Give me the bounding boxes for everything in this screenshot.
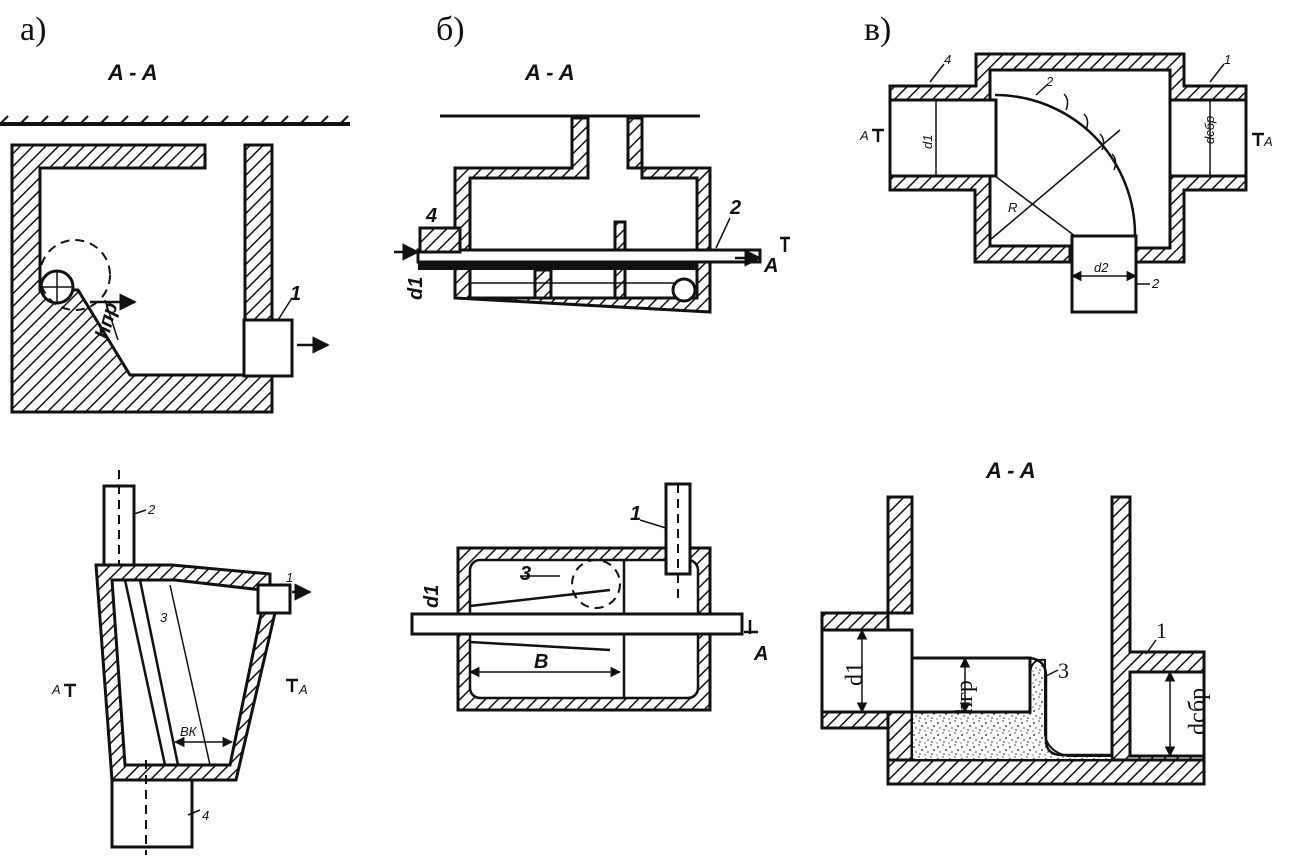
callout-outlet-pipe-b: 2	[729, 197, 741, 219]
dim-d1-b-top: d1	[405, 277, 427, 300]
callout-top-pipe-b: 1	[630, 503, 641, 525]
panel-a-plan: 2 3 BК 1 4 A A	[51, 470, 312, 855]
dim-d1-c-bottom: d1	[842, 662, 868, 686]
panel-b-plan: 1 3 d1 B A	[410, 482, 768, 712]
dim-hgr-c: hгр	[952, 680, 978, 714]
sand-height-box-c	[910, 656, 1032, 714]
dim-dsbr-c-bottom: dсбр	[1185, 688, 1211, 735]
callout-inlet-a: 4	[202, 808, 209, 823]
dim-d2-c: d2	[1094, 260, 1109, 275]
width-dim-label-b: B	[534, 651, 548, 673]
panel-c-section: A - A d1 hгр dсбр 3 1	[820, 458, 1211, 786]
cut-marker-left-c: A	[859, 128, 869, 143]
callout-channel-b: 3	[520, 563, 531, 585]
cut-marker-right-a: A	[298, 682, 308, 697]
panel-c-letter: в)	[864, 11, 891, 48]
sludge-pipe-b	[671, 277, 697, 303]
callout-outlet-a: 1	[290, 283, 301, 305]
callout-sand-c: 3	[1058, 658, 1069, 683]
callout-inlet-c: 4	[944, 52, 951, 67]
panel-b: б) A - A 4 d1 A 2	[394, 11, 790, 314]
callout-outlet-bottom-c: 1	[1156, 618, 1167, 643]
sand-height-label: hпр	[92, 300, 123, 341]
ground-hatch	[0, 115, 349, 125]
dashed-circle-b	[571, 559, 621, 609]
panel-a: а) A - A hпр 1	[0, 11, 350, 414]
channel-line-3	[123, 579, 167, 766]
inlet-pipe-c	[888, 98, 998, 178]
panel-c: в) d1 4 dсбр 1 R 2 d2 2 A A	[859, 11, 1273, 314]
through-pipe-b	[416, 248, 762, 264]
callout-side-pipe-a: 2	[147, 502, 156, 517]
callout-outlet-c: 1	[1224, 52, 1231, 67]
sand-trap-plan-body	[94, 563, 280, 782]
callout-channel-a: 3	[160, 610, 168, 625]
outlet-pipe-plan-a	[256, 583, 292, 615]
callout-inlet-b: 4	[425, 205, 437, 227]
dim-dsbr-c-top: dсбр	[1202, 116, 1217, 144]
width-dim-label-a: BК	[180, 724, 198, 739]
callout-branch-c: 2	[1151, 276, 1160, 291]
dim-d1-b-bottom: d1	[421, 585, 443, 608]
panel-b-section-label: A - A	[524, 60, 575, 85]
inlet-pipe-4-b	[418, 226, 462, 254]
channel-bar-b	[418, 262, 698, 270]
panel-a-section-label: A - A	[107, 60, 158, 85]
outlet-pipe-a	[242, 318, 294, 378]
cut-marker-top-b: A	[763, 255, 778, 277]
outlet-pipe-c	[1168, 98, 1248, 178]
inlet-pipe-4-a	[110, 778, 194, 849]
floor-c	[886, 758, 1206, 786]
cut-marker-left-a: A	[51, 682, 61, 697]
dim-d1-c-top: d1	[920, 135, 935, 149]
chamber-wall-b	[453, 116, 712, 314]
cut-marker-right-c: A	[1263, 134, 1273, 149]
through-pipe-plan-b	[410, 612, 744, 636]
panel-a-letter: а)	[20, 11, 46, 48]
panel-c-section-label: A - A	[985, 458, 1036, 483]
bend-channel-c	[994, 93, 1137, 237]
dim-r-c: R	[1008, 200, 1017, 215]
callout-outlet-plan-a: 1	[286, 570, 293, 585]
panel-b-letter: б)	[436, 11, 465, 48]
callout-bend-c: 2	[1045, 74, 1054, 89]
cut-marker-bottom-b: A	[753, 643, 768, 665]
rotation-circle-dashed	[39, 239, 111, 311]
